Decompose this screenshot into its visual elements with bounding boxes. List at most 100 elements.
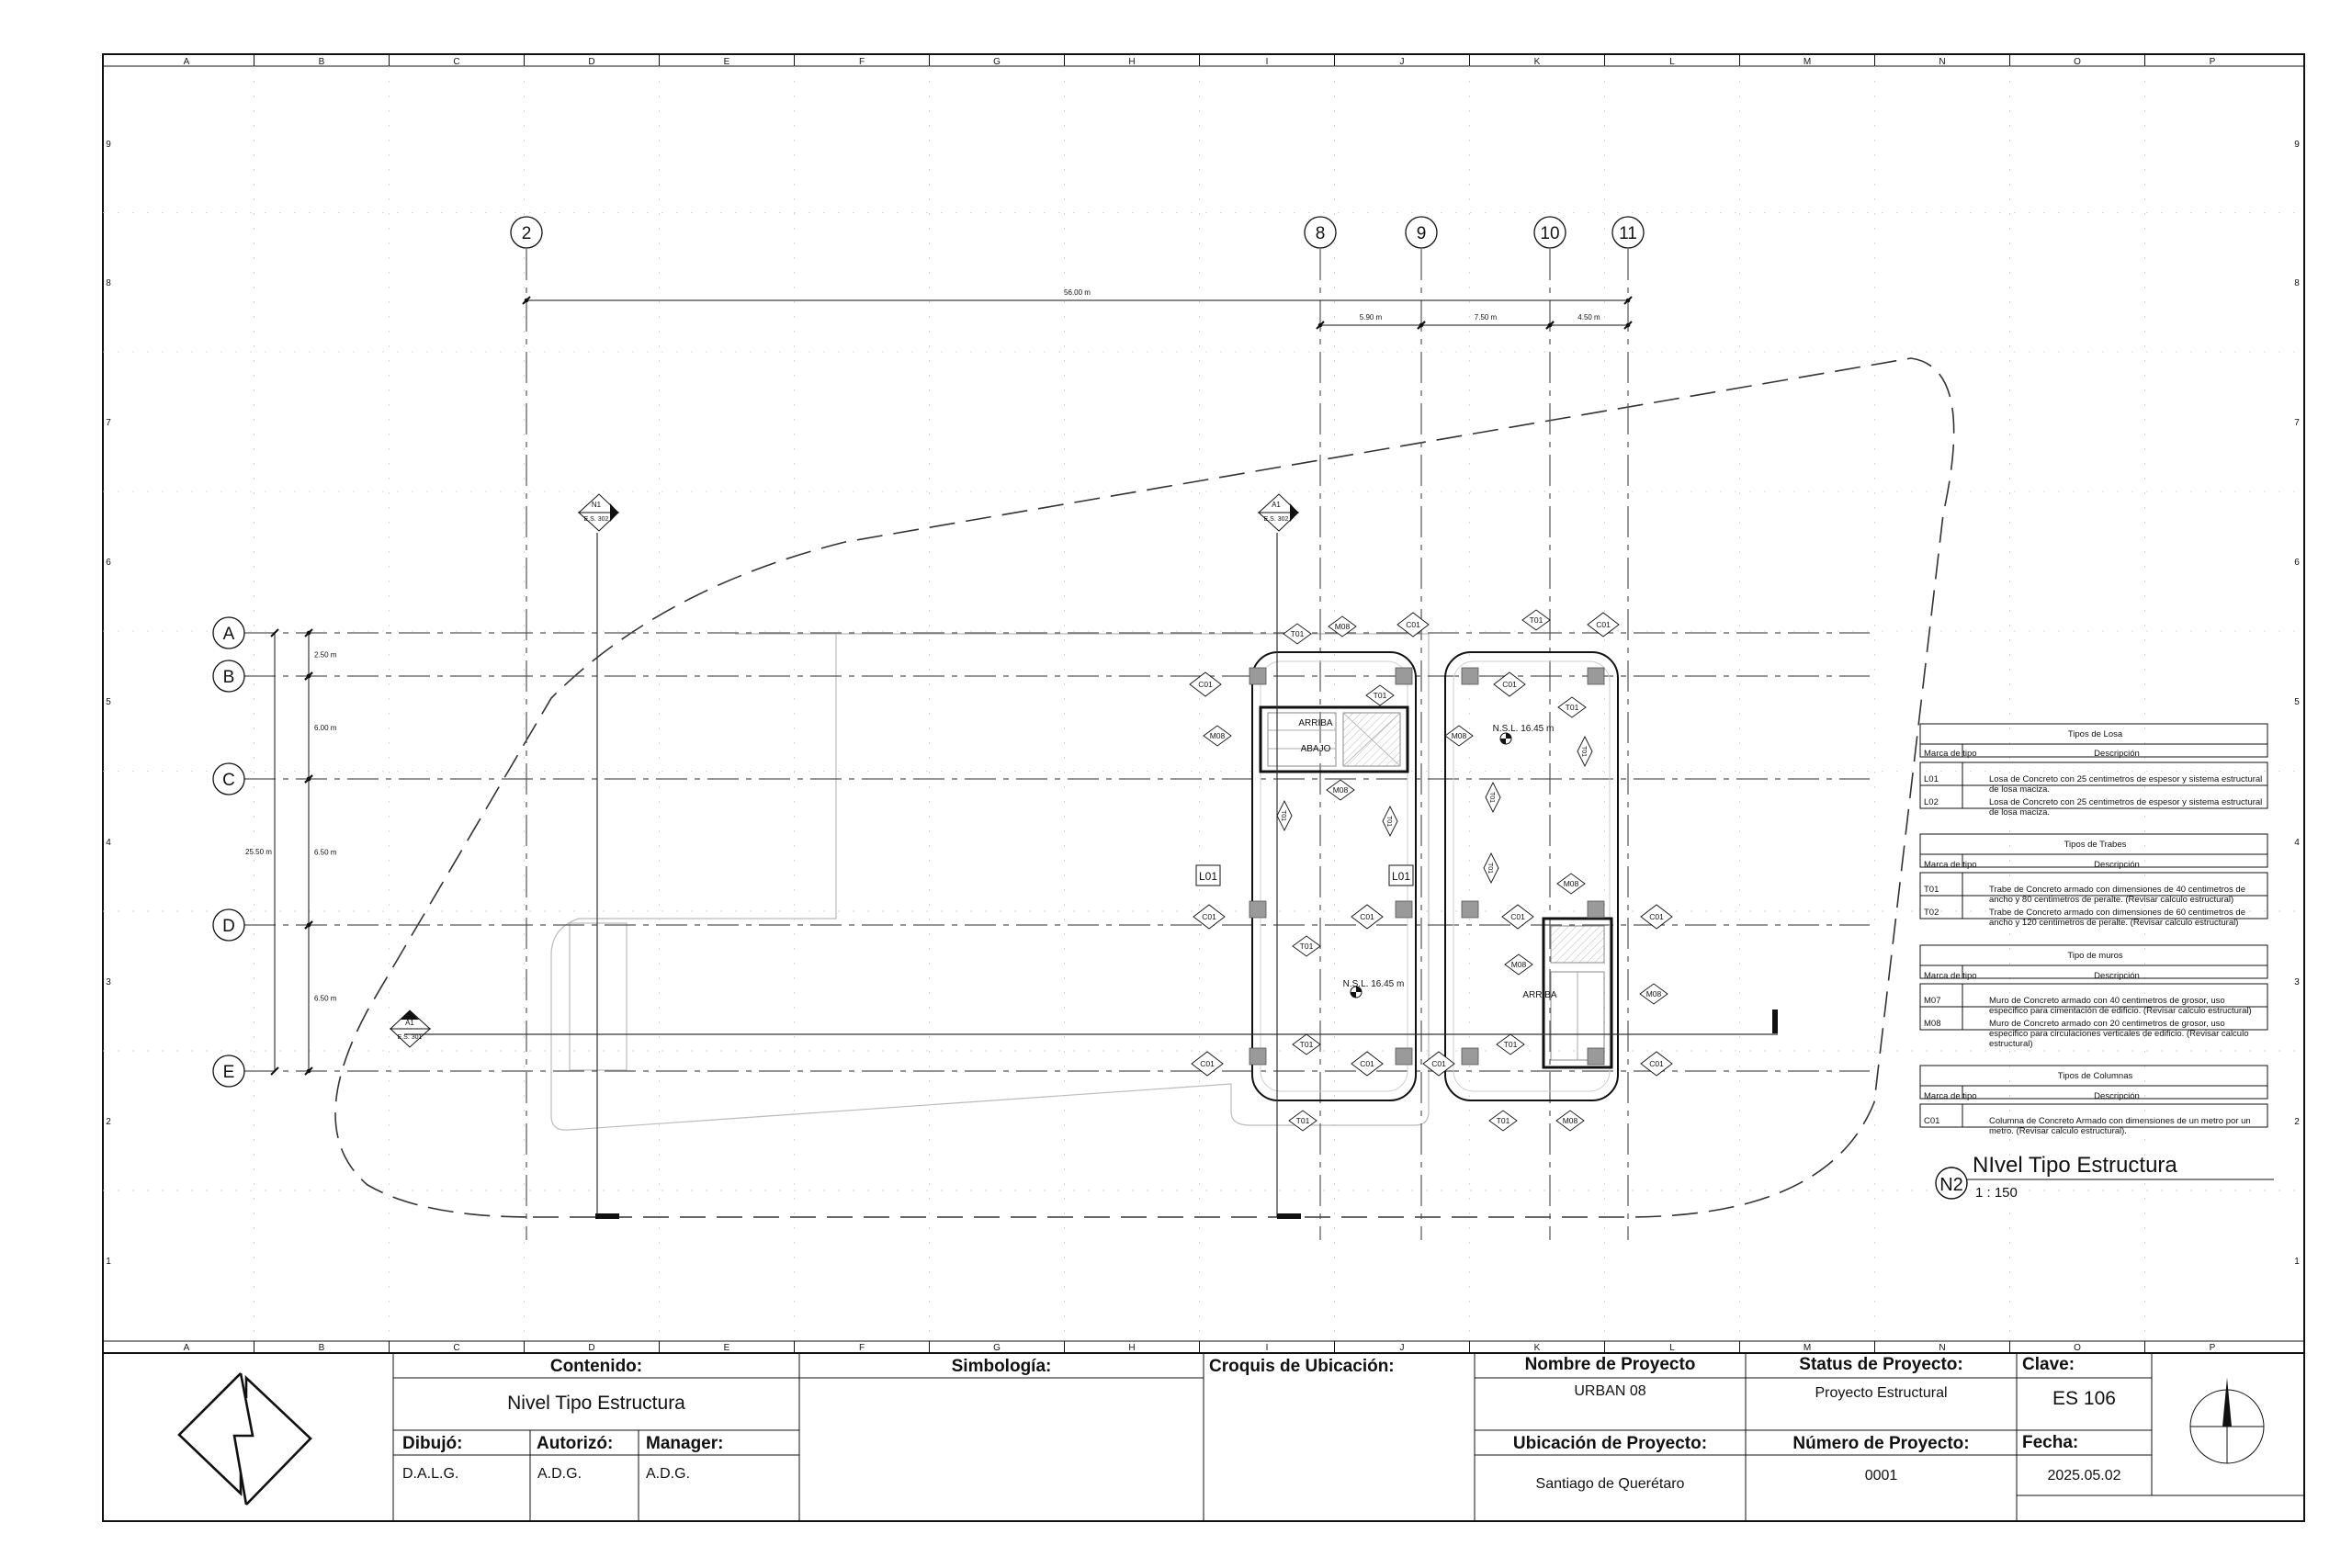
border-letter: B (319, 57, 325, 67)
section-marker-n1[interactable]: N1 E.S. 302 (577, 493, 620, 532)
tag-diamond (1556, 873, 1586, 895)
tag-diamond (1577, 735, 1593, 768)
grid-bubble (212, 762, 245, 795)
clave-label: Clave: (2022, 1355, 2075, 1374)
legend-columnas-mark: C01 (1924, 1116, 1940, 1126)
legend-losa-desc: Losa de Concreto con 25 centimetros de e… (1989, 797, 2263, 818)
border-number: 7 (106, 418, 111, 428)
column (1587, 1047, 1605, 1066)
stair-label-abajo: ABAJO (1301, 744, 1331, 754)
element-tag: T01 (1288, 1110, 1317, 1132)
tag-label: T01 (1280, 810, 1286, 821)
legend-header-box (1919, 1065, 2268, 1100)
border-letter: K (1534, 1343, 1541, 1353)
dimension-text: 6.50 m (314, 849, 337, 857)
border-number: 8 (2294, 278, 2300, 288)
tag-label: C01 (1360, 912, 1374, 921)
dimension-dot (1625, 298, 1631, 303)
tag-label: C01 (1510, 912, 1525, 921)
tag-diamond (1504, 953, 1533, 976)
element-tag: C01 (1193, 904, 1226, 930)
dimension-tick (270, 628, 279, 637)
legend-trabes-title: Tipos de Trabes (2064, 840, 2127, 850)
tag-label: T01 (1374, 691, 1387, 700)
tag-label: T01 (1497, 1116, 1510, 1125)
tag-diamond (1191, 1051, 1224, 1077)
tag-label: M08 (1563, 1116, 1578, 1125)
border-letter: A (184, 1343, 190, 1353)
dimension-text: 2.50 m (314, 651, 337, 660)
border-letter: L (1669, 57, 1675, 67)
view-title: N2 NIvel Tipo Estructura 1 : 150 (1935, 1153, 2274, 1201)
border-number: 4 (2294, 838, 2300, 848)
border-letter: D (588, 57, 594, 67)
element-tag: T01 (1496, 1033, 1525, 1055)
column (1587, 667, 1605, 685)
tag-label: M08 (1335, 622, 1351, 631)
border-letter: H (1128, 1343, 1135, 1353)
firm-logo (177, 1372, 312, 1506)
status-label: Status de Proyecto: (1799, 1355, 1963, 1374)
element-tag: C01 (1191, 1051, 1224, 1077)
border-letter: I (1266, 1343, 1269, 1353)
element-tag: M08 (1328, 615, 1357, 637)
border-letter: K (1534, 57, 1541, 67)
core-left (1251, 651, 1417, 1101)
tag-label: C01 (1431, 1059, 1446, 1068)
section-marker-a1-top[interactable]: A1 E.S. 302 (1257, 493, 1300, 532)
border-number: 6 (106, 558, 111, 568)
element-tag: T01 (1485, 781, 1501, 814)
tag-diamond (1365, 684, 1395, 706)
column (1249, 667, 1267, 685)
grid-bubble (212, 908, 245, 942)
tag-label: T01 (1504, 1040, 1518, 1049)
grid-bubble (1533, 216, 1566, 249)
legend-losa-desc: Losa de Concreto con 25 centimetros de e… (1989, 774, 2263, 795)
tag-label: T01 (1300, 942, 1314, 951)
element-tag: T01 (1521, 609, 1551, 631)
tag-diamond (1292, 935, 1321, 957)
tag-label: T01 (1580, 746, 1587, 757)
border-number: 9 (2294, 140, 2300, 150)
grid-bubble-label: C (222, 771, 235, 790)
element-tag: C01 (1396, 612, 1430, 637)
ubicacion-label: Ubicación de Proyecto: (1512, 1434, 1708, 1453)
structural-grid-lines (244, 249, 1870, 1240)
element-tag: T01 (1292, 935, 1321, 957)
border-letter: C (453, 57, 459, 67)
grid-bubble (212, 1055, 245, 1088)
section-marker-a1-left[interactable]: A1 E.S. 301 (389, 1010, 432, 1048)
legend-trabes-mark: T02 (1924, 908, 1939, 918)
section-cut-end (1277, 1213, 1301, 1219)
tag-diamond (1555, 1110, 1585, 1132)
tag-diamond (1557, 696, 1587, 718)
tag-label: T01 (1530, 615, 1544, 625)
dimension-text: 25.50 m (245, 848, 272, 856)
element-tag: C01 (1189, 671, 1222, 697)
legend-muros-desc: Muro de Concreto armado con 40 centimetr… (1989, 996, 2252, 1016)
sheet-frame (102, 53, 2305, 1522)
stair-label-arriba: ARRIBA (1298, 718, 1333, 728)
dimension-dot (306, 630, 311, 636)
tag-diamond (1488, 1110, 1518, 1132)
border-letter: J (1400, 1343, 1405, 1353)
legend-columnas-col2: Descripción (2094, 1091, 2140, 1101)
tag-diamond (1276, 799, 1293, 832)
legend-losa-col1: Marca de tipo (1924, 749, 1977, 759)
element-tag: M08 (1555, 1110, 1585, 1132)
slab-tag-l01-right: L01 (1388, 864, 1414, 886)
tag-label: C01 (1649, 912, 1664, 921)
clave-value: ES 106 (2052, 1388, 2116, 1409)
dimension-dot (1625, 322, 1631, 328)
dimension-text: 7.50 m (1475, 313, 1498, 321)
tag-diamond (1639, 983, 1668, 1005)
border-letter: E (724, 1343, 730, 1353)
border-letter: N (1939, 57, 1945, 67)
border-letter: P (2210, 57, 2216, 67)
dimension-text: 6.50 m (314, 995, 337, 1003)
border-number: 2 (2294, 1117, 2300, 1127)
